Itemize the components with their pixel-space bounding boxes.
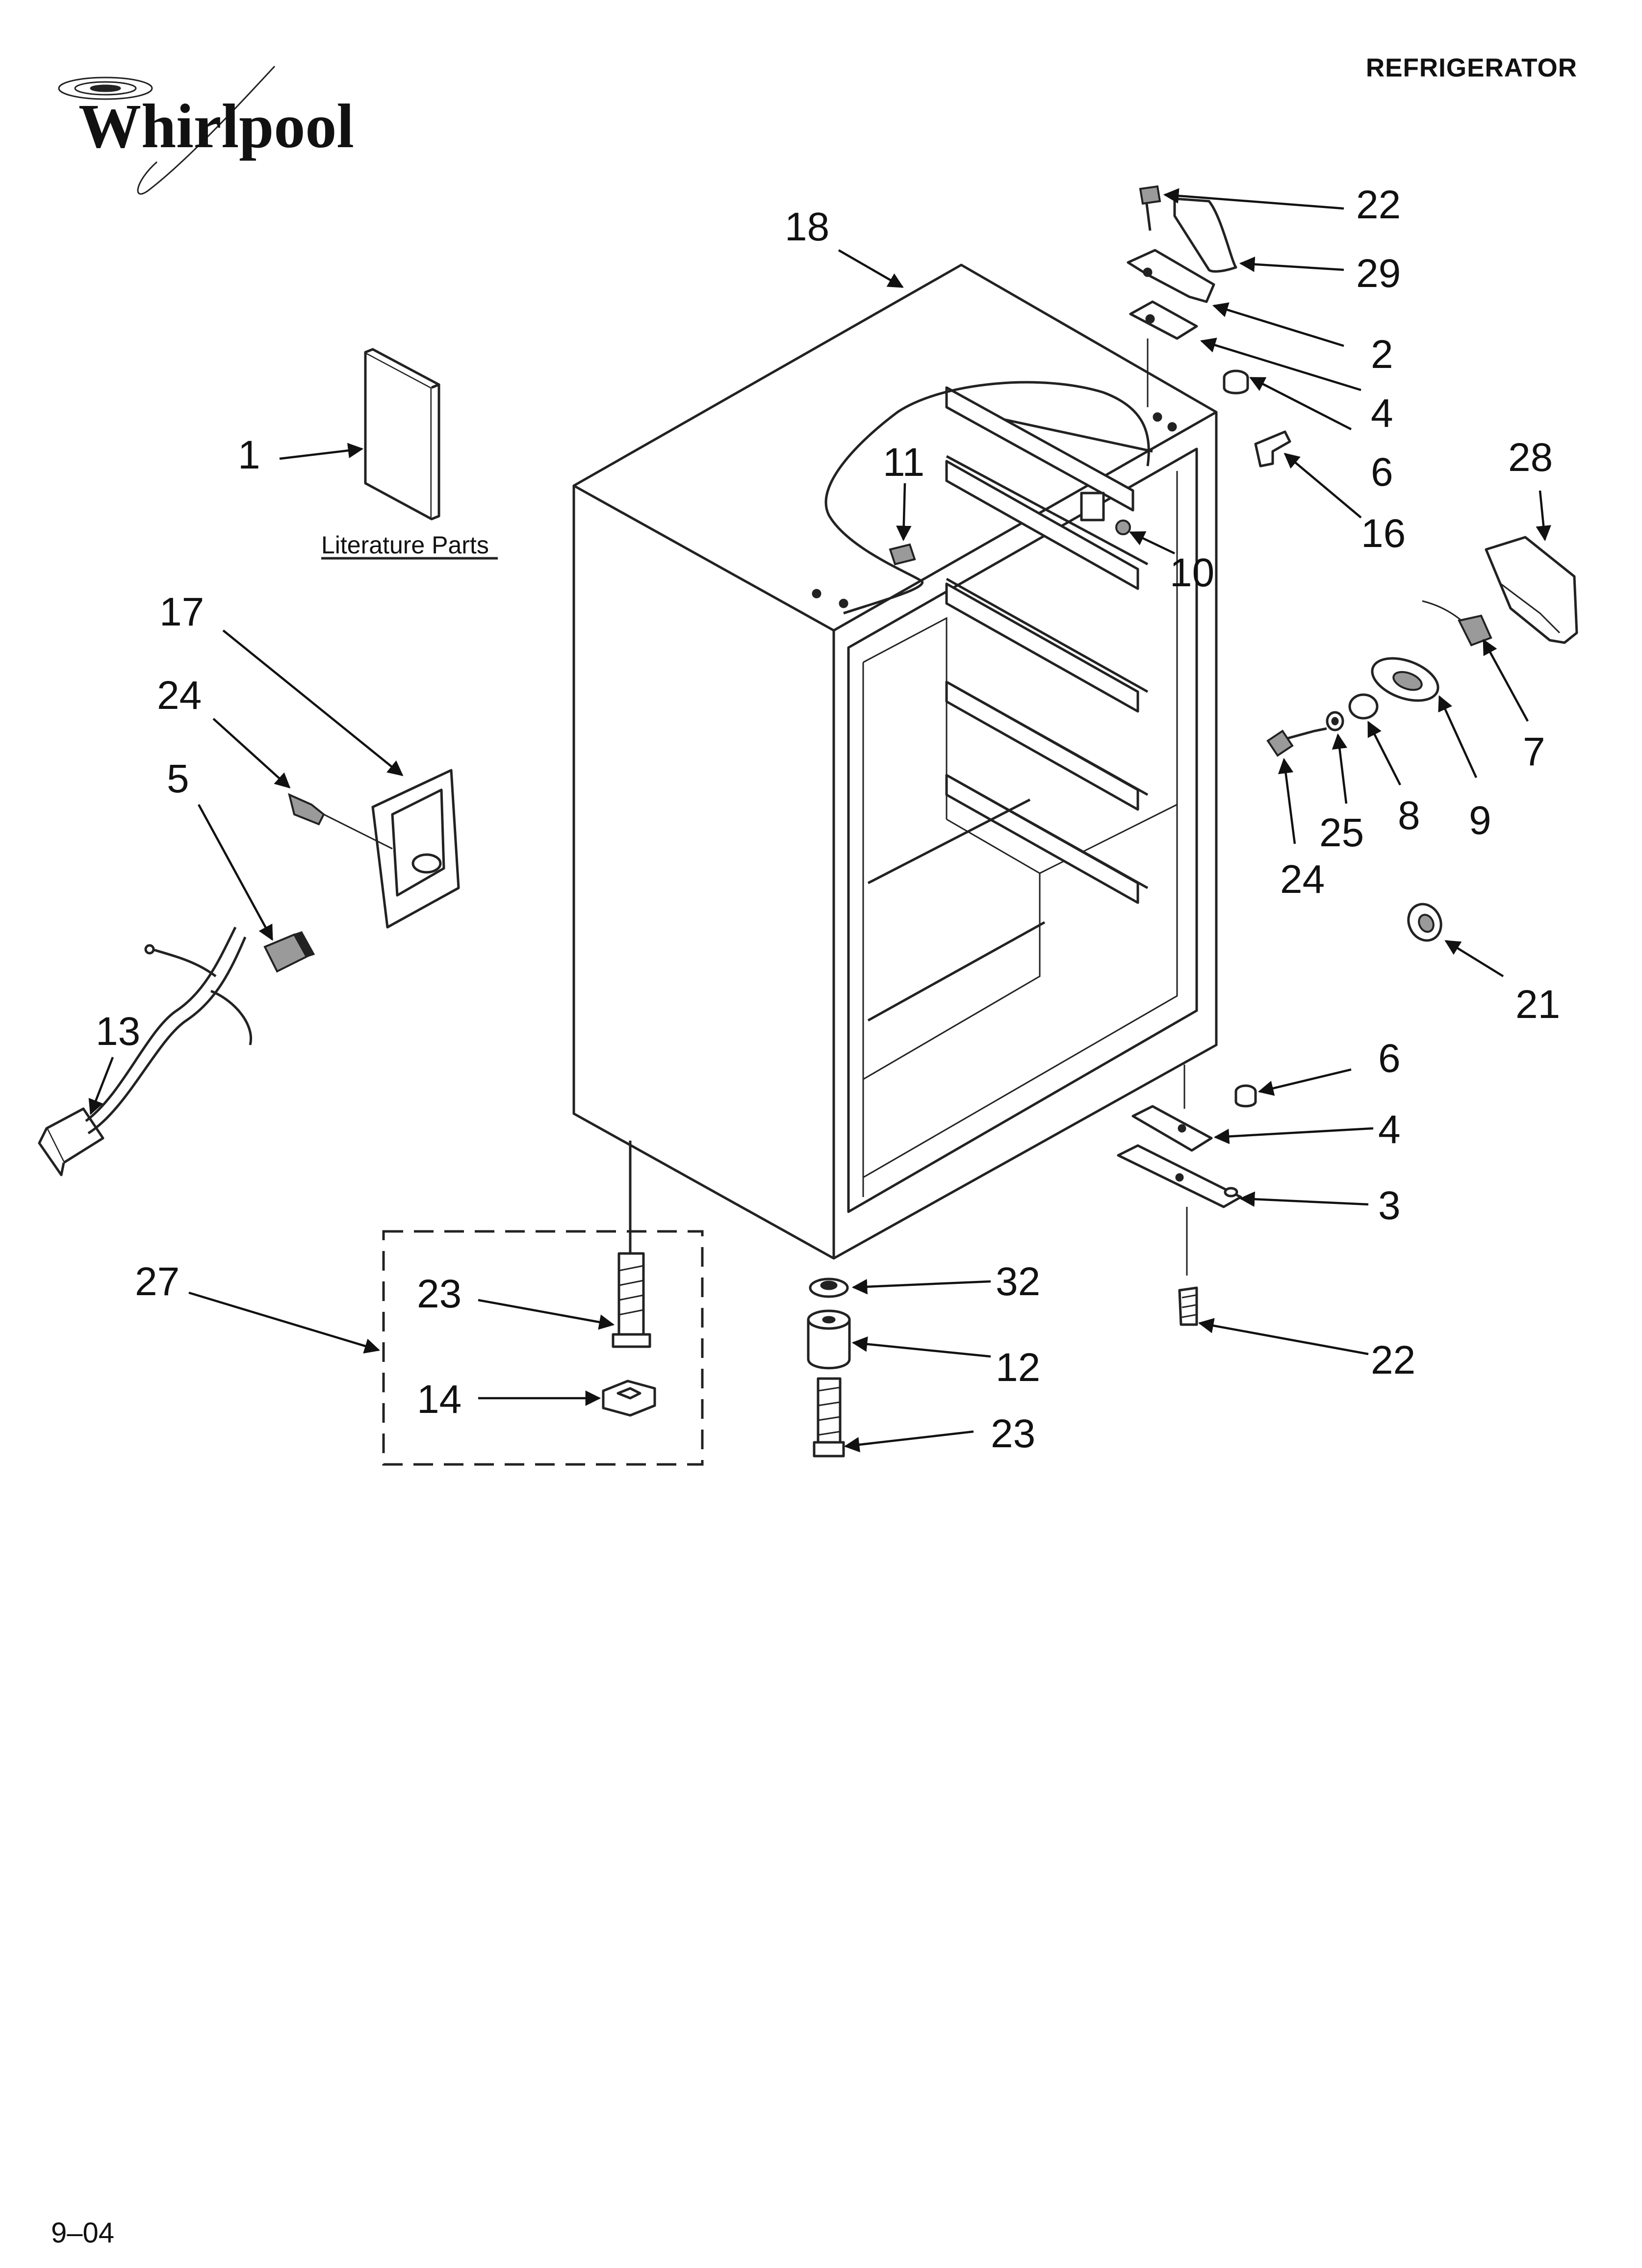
screw-24-right (1266, 727, 1327, 757)
callout-22-bottom: 22 (1371, 1338, 1415, 1382)
callout-28: 28 (1508, 435, 1553, 480)
leveling-bolt-left (612, 1252, 651, 1348)
callout-5: 5 (167, 756, 189, 801)
callout-25: 25 (1319, 810, 1364, 855)
callout-7: 7 (1523, 730, 1545, 774)
callout-11: 11 (883, 440, 924, 485)
callout-24-right: 24 (1280, 857, 1325, 902)
callout-labels: 1 17 24 5 13 27 23 14 18 11 10 22 29 2 4… (96, 182, 1560, 1456)
wire-clip (1254, 430, 1291, 468)
cabinet-liner (572, 263, 1218, 1260)
leader-lines (88, 188, 1551, 1453)
top-hinge (1127, 185, 1237, 407)
roller-assembly (807, 1277, 851, 1458)
leveling-nut (602, 1380, 656, 1417)
power-cord (38, 926, 252, 1176)
literature-booklet: Literature Parts (321, 348, 498, 560)
page-title: REFRIGERATOR (1365, 53, 1577, 82)
thermostat (1422, 600, 1492, 647)
callout-21: 21 (1515, 982, 1560, 1027)
callout-10: 10 (1170, 550, 1214, 595)
hinge-cap-top (1223, 369, 1249, 394)
control-housing (1485, 536, 1578, 644)
callout-24: 24 (157, 673, 202, 718)
light-socket (1407, 903, 1442, 942)
screw-24-left (288, 793, 393, 850)
callout-6-top: 6 (1371, 450, 1393, 495)
literature-parts-label: Literature Parts (321, 531, 489, 559)
callout-8: 8 (1398, 793, 1420, 838)
callout-3: 3 (1378, 1183, 1401, 1228)
callout-2: 2 (1371, 332, 1393, 377)
callout-12: 12 (996, 1345, 1040, 1390)
screw-11 (889, 543, 916, 566)
washer (1326, 711, 1344, 731)
callout-16: 16 (1361, 511, 1406, 556)
callout-14: 14 (417, 1377, 462, 1422)
callout-27: 27 (135, 1259, 180, 1304)
electrical-box (371, 769, 460, 929)
knob-bezel (1371, 657, 1439, 702)
callout-32: 32 (996, 1259, 1040, 1304)
bottom-hinge (1117, 1065, 1257, 1326)
brand-wordmark: Whirlpool (78, 91, 354, 161)
callout-4-top: 4 (1371, 391, 1393, 436)
thermostat-knob (1348, 693, 1379, 720)
screw-10 (1115, 520, 1131, 535)
callout-9: 9 (1469, 798, 1491, 843)
callout-13: 13 (96, 1009, 140, 1054)
leveling-kit-outline (382, 1141, 704, 1466)
callout-23: 23 (417, 1272, 462, 1316)
callout-1: 1 (238, 433, 260, 477)
wire-connector (263, 931, 315, 973)
callout-17: 17 (159, 590, 204, 634)
callout-6-bottom: 6 (1378, 1036, 1401, 1081)
callout-4-bottom: 4 (1378, 1107, 1401, 1152)
callout-29: 29 (1356, 251, 1401, 296)
date-code: 9–04 (51, 2217, 115, 2249)
callout-23-right: 23 (991, 1411, 1035, 1456)
whirlpool-logo: Whirlpool (58, 65, 354, 195)
callout-22-top: 22 (1356, 182, 1401, 227)
callout-18: 18 (785, 205, 829, 249)
